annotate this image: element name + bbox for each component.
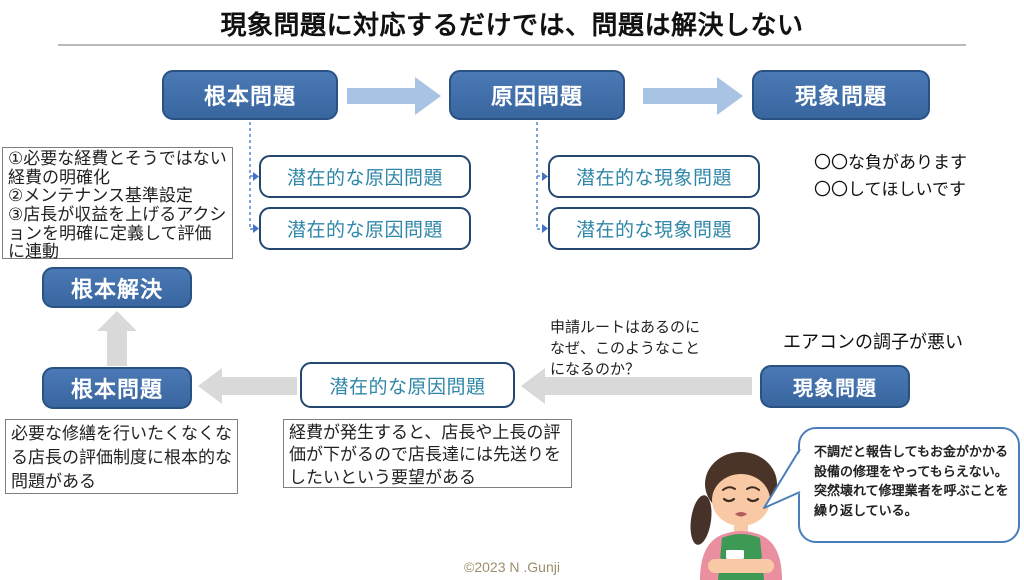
title-divider — [58, 44, 966, 46]
dashed-connector-cause — [536, 122, 542, 230]
left-eyebrow — [722, 486, 736, 491]
root-solution-box: 根本解決 — [42, 267, 192, 308]
root-problem-box-top: 根本問題 — [162, 70, 338, 120]
root-problem-bottom-label: 根本問題 — [70, 377, 163, 402]
troubled-staff-illustration — [690, 452, 782, 580]
latent-phenomenon-label-2: 潜在的な現象問題 — [575, 220, 732, 241]
aircon-complaint-text: エアコンの調子が悪い — [783, 332, 963, 352]
left-closed-eye — [722, 497, 736, 503]
latent-cause-box-2: 潜在的な原因問題 — [259, 207, 471, 250]
latent-cause-box-1: 潜在的な原因問題 — [259, 155, 471, 198]
flow-arrow-right-1 — [347, 77, 441, 115]
ponytail — [690, 495, 712, 545]
root-solution-label: 根本解決 — [70, 276, 163, 302]
left-arrow-to-root — [198, 368, 297, 404]
latent-cause-label-1: 潜在的な原因問題 — [286, 168, 443, 189]
solution-steps-note: ①必要な経費とそうではない経費の明確化 ②メンテナンス基準設定 ③店長が収益を上… — [2, 147, 233, 261]
phenomenon-problem-box-top: 現象問題 — [752, 70, 930, 120]
up-arrow-to-solution — [97, 311, 137, 366]
cause-problem-box-top: 原因問題 — [449, 70, 625, 120]
flow-arrow-right-2 — [643, 77, 743, 115]
phenomenon-bottom-label: 現象問題 — [793, 378, 877, 400]
latent-phenomenon-box-2: 潜在的な現象問題 — [548, 207, 760, 250]
latent-cause-note: 経費が発生すると、店長や上長の評価が下がるので店長達には先送りをしたいという要望… — [283, 419, 572, 488]
phenomenon-problem-label: 現象問題 — [794, 84, 887, 109]
right-eyebrow — [746, 486, 760, 491]
right-closed-eye — [746, 497, 760, 503]
cause-problem-label: 原因問題 — [490, 84, 583, 109]
latent-phenomenon-box-1: 潜在的な現象問題 — [548, 155, 760, 198]
phenomenon-box-bottom: 現象問題 — [760, 365, 910, 408]
root-problem-label: 根本問題 — [203, 84, 296, 109]
latent-cause-bottom-label: 潜在的な原因問題 — [329, 376, 486, 398]
latent-cause-label-2: 潜在的な原因問題 — [286, 220, 443, 241]
root-problem-note: 必要な修繕を行いたくなくなる店長の評価制度に根本的な問題がある — [5, 419, 238, 494]
question-text: 申請ルートはあるのに なぜ、このようなこと になるのか？ — [550, 319, 701, 378]
hair-fringe — [711, 462, 771, 498]
name-tag — [726, 550, 744, 559]
latent-cause-box-bottom: 潜在的な原因問題 — [300, 362, 515, 408]
crossed-arms — [708, 559, 774, 573]
speech-bubble: 不調だと報告してもお金がかかる設備の修理をやってもらえない。 突然壊れて修理業者… — [798, 427, 1020, 543]
latent-phenomenon-label-1: 潜在的な現象問題 — [575, 168, 732, 189]
root-problem-box-bottom: 根本問題 — [42, 367, 192, 409]
face — [712, 474, 770, 526]
dashed-connector-root — [249, 122, 255, 230]
mouth — [735, 512, 747, 517]
page-title: 現象問題に対応するだけでは、問題は解決しない — [220, 10, 804, 40]
copyright-text: ©2023 N .Gunji — [464, 559, 560, 575]
complaint-text: 〇〇な負があります 〇〇してほしいです — [814, 153, 967, 200]
